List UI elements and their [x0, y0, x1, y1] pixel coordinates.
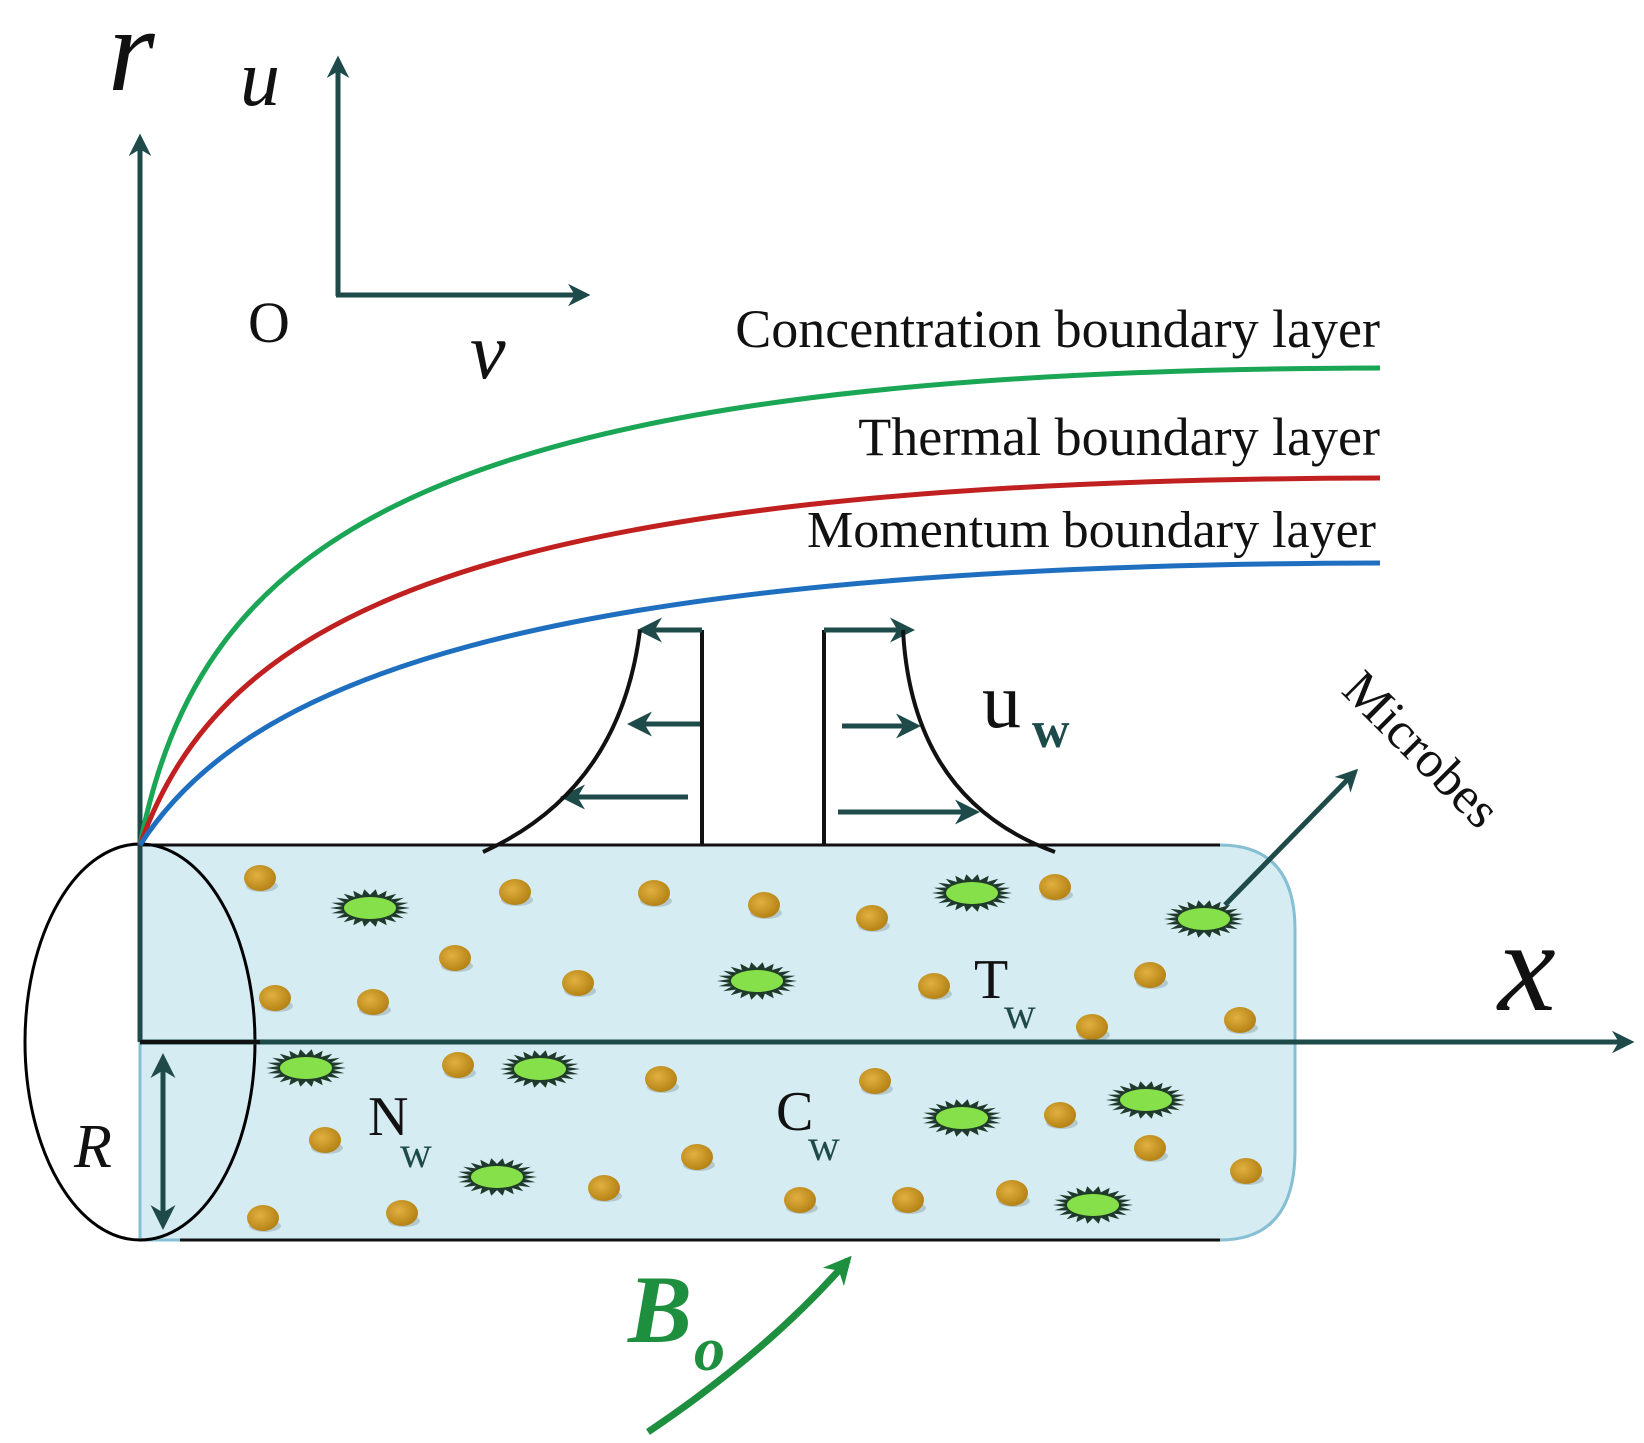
wall-microbe-label: N: [368, 1086, 408, 1148]
nanoparticle: [681, 1144, 713, 1170]
microbe-body: [1067, 1194, 1119, 1216]
nanoparticle: [309, 1127, 341, 1153]
nanoparticle: [499, 879, 531, 905]
origin-label: O: [248, 290, 290, 355]
nanoparticle: [247, 1205, 279, 1231]
momentum-layer-label: Momentum boundary layer: [807, 502, 1376, 559]
magnetic-field-arrow: [646, 1255, 852, 1435]
nanoparticle: [386, 1200, 418, 1226]
thermal-layer-label: Thermal boundary layer: [858, 407, 1380, 467]
nanoparticle: [1230, 1158, 1262, 1184]
magnetic-field-label: B: [627, 1256, 692, 1363]
microbes-pointer-arrow: [1223, 768, 1359, 907]
wall-concentration-label: C: [776, 1081, 813, 1143]
nanoparticle: [784, 1187, 816, 1213]
thermal-boundary-curve: [137, 475, 1381, 846]
microbe-body: [936, 1107, 988, 1129]
nanoparticle: [1039, 874, 1071, 900]
r-axis-label: r: [108, 0, 156, 116]
wall-velocity-label: u: [982, 657, 1021, 744]
nanoparticle: [996, 1180, 1028, 1206]
magnetic-field-subscript: o: [694, 1316, 725, 1384]
nanoparticle: [357, 989, 389, 1015]
nanoparticle: [1076, 1014, 1108, 1040]
microbe-body: [731, 970, 783, 992]
momentum-boundary-curve: [137, 560, 1381, 847]
nanoparticle: [1134, 1135, 1166, 1161]
microbe-body: [344, 897, 396, 919]
concentration-boundary-curve: [137, 365, 1381, 846]
nanoparticle: [562, 970, 594, 996]
wall-temperature-label: T: [974, 949, 1008, 1011]
microbes-label: Microbes: [1332, 660, 1511, 839]
nanoparticle: [859, 1068, 891, 1094]
right-velocity-profile: [822, 617, 1056, 854]
nanoparticle: [638, 880, 670, 906]
microbe-body: [946, 882, 998, 904]
wall-microbe-subscript: w: [400, 1128, 432, 1177]
left-velocity-profile: [482, 617, 704, 854]
microbe-body: [514, 1058, 566, 1080]
nanoparticle: [588, 1175, 620, 1201]
nanoparticle: [1134, 962, 1166, 988]
x-axis-label: x: [1496, 895, 1556, 1039]
wall-velocity-subscript: w: [1032, 702, 1070, 759]
nanoparticle: [892, 1187, 924, 1213]
nanoparticle: [1044, 1102, 1076, 1128]
microbe-body: [1178, 908, 1230, 930]
nanoparticle: [442, 1052, 474, 1078]
radius-label: R: [73, 1113, 112, 1181]
nanoparticle: [918, 973, 950, 999]
nanoparticle: [645, 1066, 677, 1092]
microbe-body: [1120, 1089, 1172, 1111]
microbe-body: [471, 1166, 523, 1188]
v-axis-label: v: [470, 308, 506, 396]
u-axis-label: u: [240, 35, 280, 123]
nanoparticle: [259, 985, 291, 1011]
microbes-group: [265, 874, 1245, 1224]
nanoparticles: [244, 865, 1264, 1232]
wall-temperature-subscript: w: [1004, 989, 1036, 1038]
wall-concentration-subscript: w: [808, 1121, 840, 1170]
nanoparticle: [748, 892, 780, 918]
microbe-body: [280, 1057, 332, 1079]
nanoparticle: [1224, 1007, 1256, 1033]
nanoparticle: [244, 865, 276, 891]
nanoparticle: [856, 905, 888, 931]
nanoparticle: [439, 945, 471, 971]
concentration-layer-label: Concentration boundary layer: [735, 299, 1380, 359]
